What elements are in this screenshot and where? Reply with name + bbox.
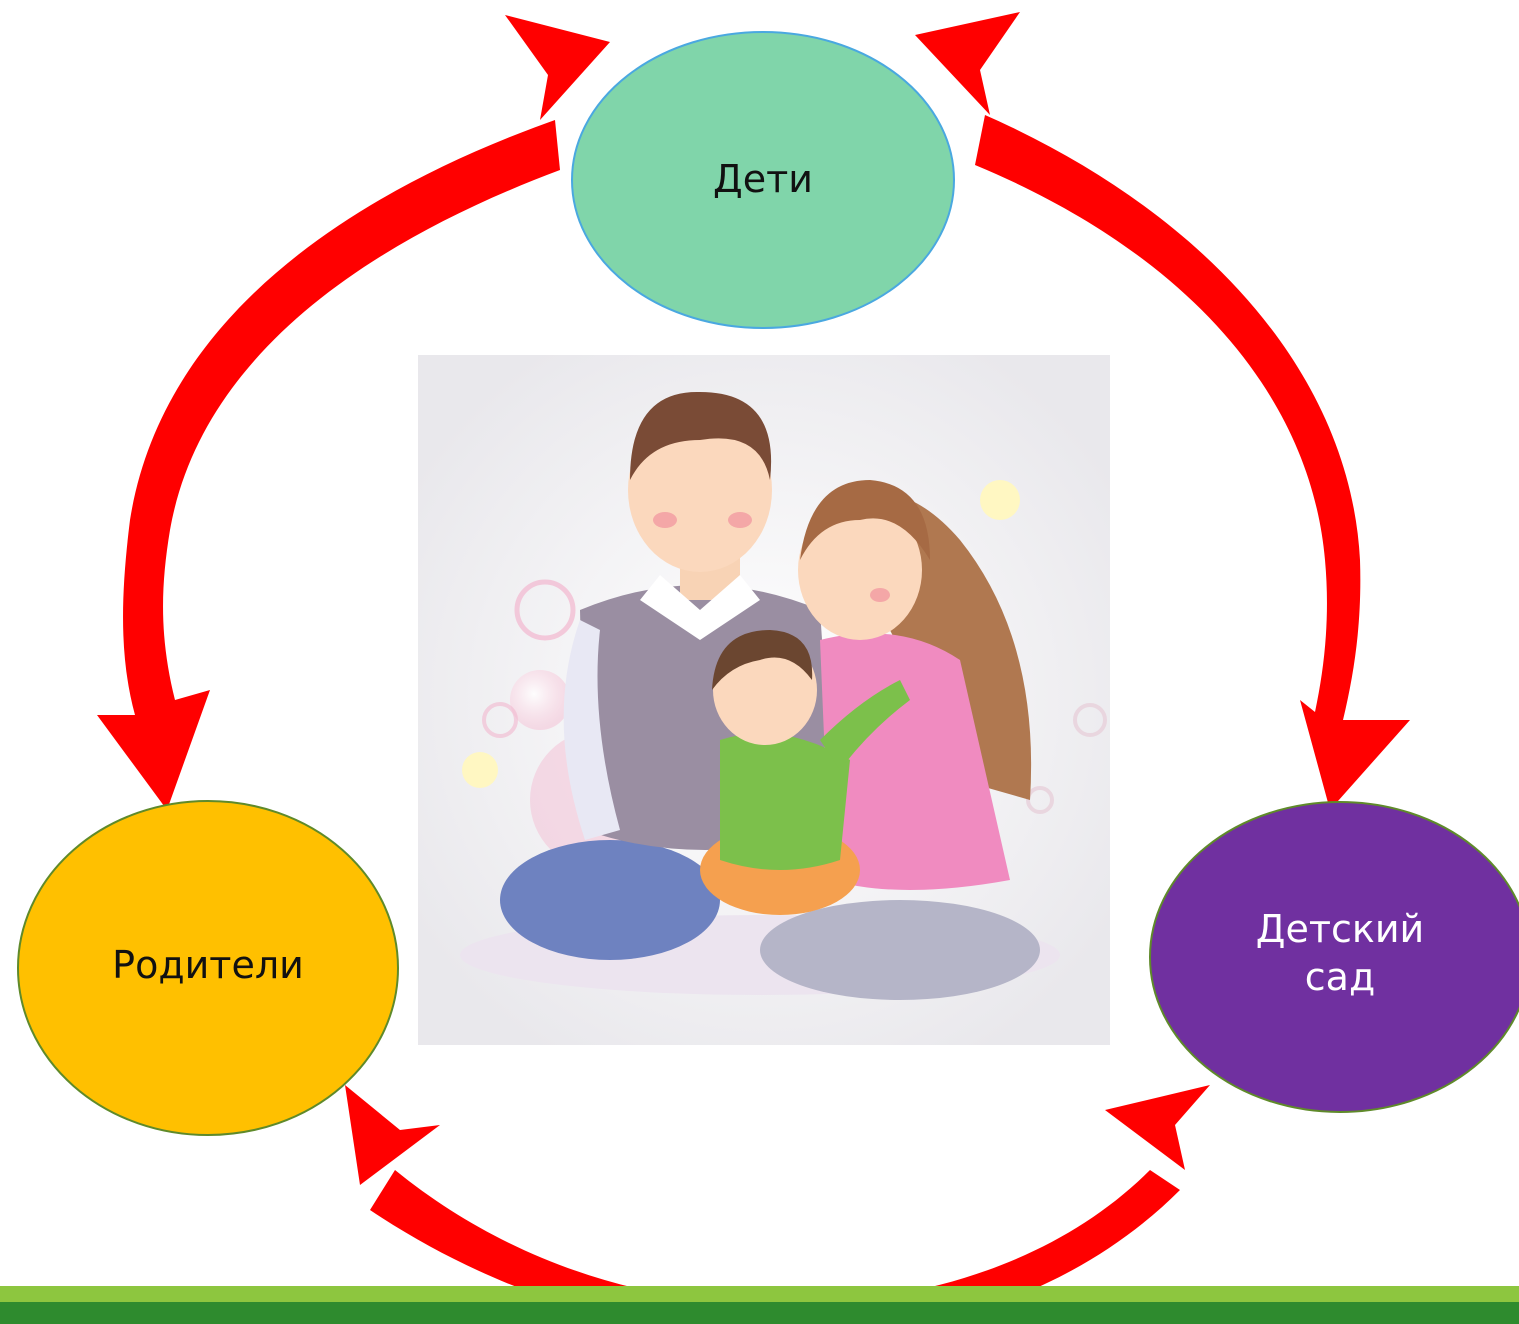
node-kindergarten-shape <box>1149 801 1519 1113</box>
node-kindergarten: Детский сад <box>1149 801 1519 1113</box>
node-kindergarten-label-line2: сад <box>1305 955 1375 999</box>
node-children-label: Дети <box>713 157 813 201</box>
footer-stripe <box>0 1286 1519 1324</box>
arrows <box>97 12 1410 1324</box>
arrow-children-kindergarten <box>975 115 1410 810</box>
arrow-head-kindergarten-bottom <box>1105 1085 1210 1170</box>
arrow-head-parents <box>345 1085 440 1185</box>
node-kindergarten-label-line1: Детский <box>1256 907 1424 951</box>
arrow-parents-kindergarten <box>370 1170 1180 1324</box>
node-parents: Родители <box>17 800 399 1136</box>
arrow-head-children <box>505 15 610 120</box>
arrow-children-parents <box>97 120 560 810</box>
arrow-head-kindergarten-top <box>915 12 1020 115</box>
node-children-shape <box>571 31 955 329</box>
node-parents-shape <box>17 800 399 1136</box>
family-illustration-icon <box>418 355 1110 1045</box>
node-children: Дети <box>571 31 955 329</box>
node-parents-label: Родители <box>112 943 304 987</box>
